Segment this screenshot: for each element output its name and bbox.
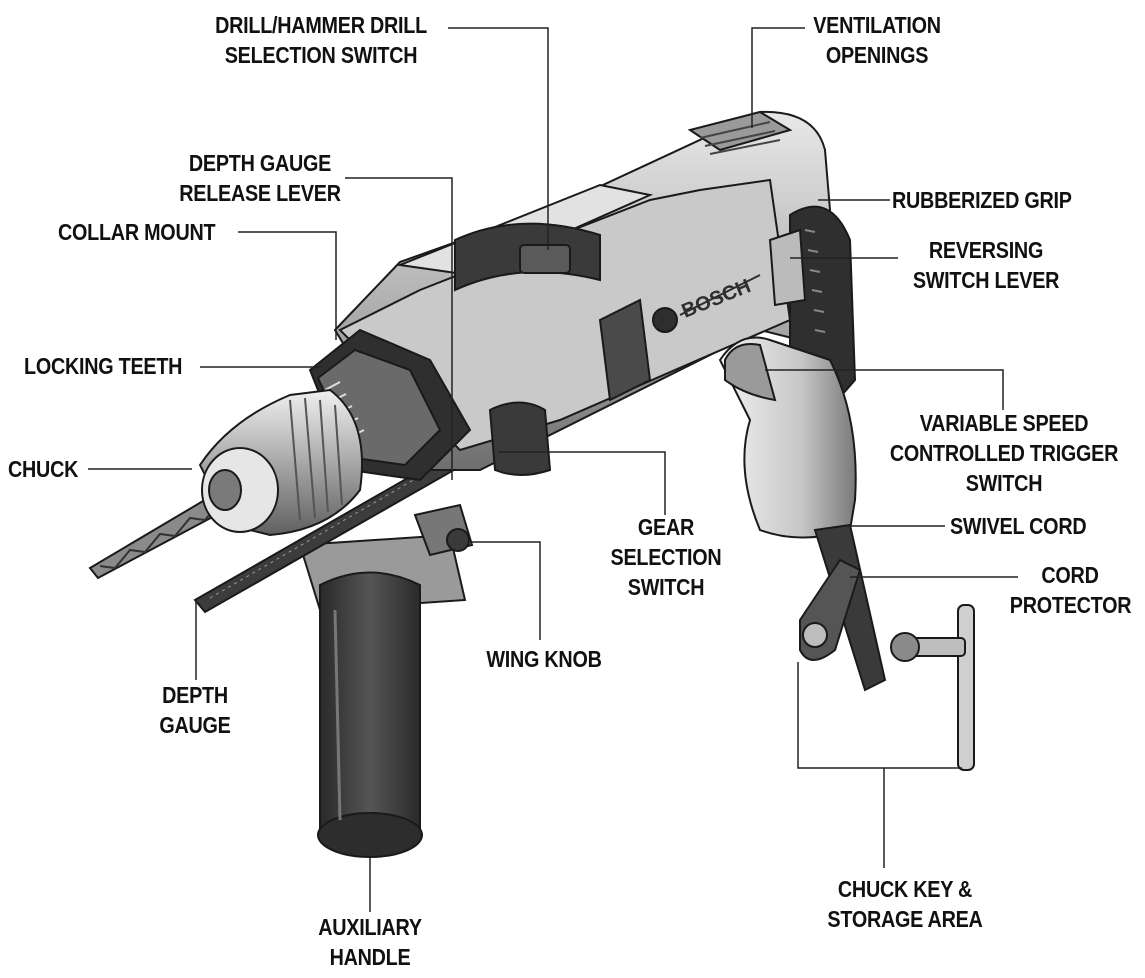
- label-collar-mount: COLLAR MOUNT: [58, 219, 216, 245]
- label-chuck: CHUCK: [8, 456, 79, 482]
- label-drill-hammer-drill-selection-switch: DRILL/HAMMER DRILL SELECTION SWITCH: [215, 12, 427, 68]
- label-locking-teeth: LOCKING TEETH: [24, 353, 183, 379]
- leader-gear-selection-switch: [498, 451, 666, 515]
- wing-knob-shape: [413, 503, 474, 557]
- label-ventilation-openings: VENTILATION OPENINGS: [813, 12, 941, 68]
- label-chuck-key-storage-area: CHUCK KEY & STORAGE AREA: [827, 876, 983, 932]
- leader-chuck-key-storage: [797, 662, 962, 868]
- leader-wing-knob: [470, 541, 541, 640]
- label-depth-gauge: DEPTH GAUGE: [159, 682, 231, 738]
- label-cord-protector: CORD PROTECTOR: [1009, 562, 1132, 618]
- pistol-grip-shape: [718, 336, 857, 539]
- label-auxiliary-handle: AUXILIARY HANDLE: [318, 914, 422, 970]
- leader-depth-gauge-release-lever: [345, 177, 453, 480]
- chuck-shape: [198, 388, 363, 537]
- label-rubberized-grip: RUBBERIZED GRIP: [892, 187, 1072, 213]
- label-gear-selection-switch: GEAR SELECTION SWITCH: [610, 514, 722, 600]
- leader-drill-hammer-switch: [448, 27, 549, 250]
- leader-variable-speed-trigger: [765, 369, 1004, 410]
- label-swivel-cord: SWIVEL CORD: [950, 513, 1087, 539]
- label-variable-speed-controlled-trigger-switch: VARIABLE SPEED CONTROLLED TRIGGER SWITCH: [889, 410, 1119, 496]
- label-wing-knob: WING KNOB: [486, 646, 602, 672]
- auxiliary-handle-shape: [298, 533, 467, 858]
- leader-ventilation-openings: [751, 27, 805, 128]
- cord-protector-shape: [799, 523, 887, 692]
- label-depth-gauge-release-lever: DEPTH GAUGE RELEASE LEVER: [179, 150, 341, 206]
- leader-lines: [88, 27, 1018, 912]
- label-reversing-switch-lever: REVERSING SWITCH LEVER: [912, 237, 1060, 293]
- leader-collar-mount: [238, 231, 337, 340]
- chuck-key-shape: [890, 604, 975, 771]
